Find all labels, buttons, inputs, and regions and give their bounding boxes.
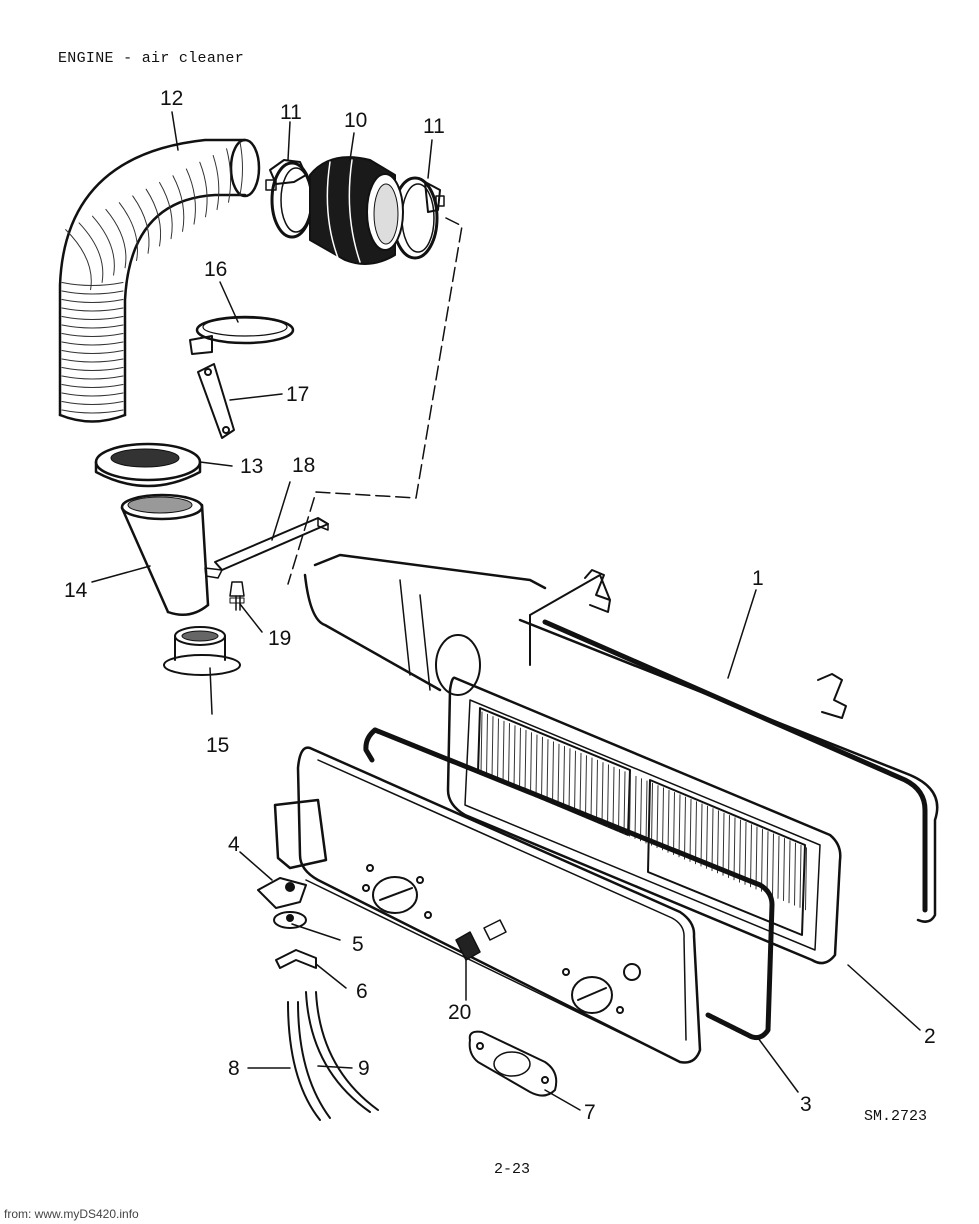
part-support-strap (189, 315, 295, 355)
part-hose-clip-left (265, 159, 314, 239)
callout-leaders (91, 111, 921, 1111)
part-stud (229, 581, 245, 611)
part-flange-gasket (468, 1030, 558, 1097)
part-gasket (363, 727, 775, 1041)
part-pipe-fitting (455, 919, 507, 961)
leader-dashed (287, 217, 463, 585)
part-flanged-sleeve (163, 626, 241, 676)
callout-10: 10 (344, 109, 368, 132)
callout-18: 18 (292, 454, 316, 477)
callout-5: 5 (352, 933, 364, 956)
page-title: ENGINE - air cleaner (58, 50, 245, 67)
callout-9: 9 (358, 1057, 370, 1080)
part-rubber-bellows (309, 156, 404, 265)
callout-7: 7 (584, 1101, 596, 1124)
part-drain-hoses (287, 991, 379, 1121)
callout-11-left: 11 (280, 101, 302, 124)
callout-14: 14 (64, 579, 88, 602)
callout-19: 19 (268, 627, 292, 650)
callout-20: 20 (448, 1001, 472, 1024)
callout-8: 8 (228, 1057, 240, 1080)
drawing-reference: SM.2723 (864, 1108, 928, 1125)
callout-12: 12 (160, 87, 184, 110)
part-rubber-seal-ring (94, 442, 202, 488)
watermark: from: www.myDS420.info (4, 1207, 139, 1221)
callout-1: 1 (752, 567, 764, 590)
callout-16: 16 (204, 258, 228, 281)
page-number: 2-23 (494, 1161, 531, 1178)
part-valve-clip (275, 949, 317, 969)
callout-6: 6 (356, 980, 368, 1003)
part-filter-element (446, 676, 842, 965)
part-air-cleaner-body (303, 553, 939, 923)
callout-4: 4 (228, 833, 240, 856)
part-valve-flap (257, 877, 307, 909)
callout-3: 3 (800, 1093, 812, 1116)
part-valve-disc (273, 911, 307, 929)
callout-2: 2 (924, 1025, 936, 1048)
part-lower-cover (273, 746, 702, 1064)
part-flexible-hose (58, 138, 261, 423)
part-intake-cone (120, 493, 210, 617)
part-support-bracket (204, 517, 329, 579)
callout-17: 17 (286, 383, 310, 406)
part-link-bar (197, 363, 235, 439)
callout-15: 15 (206, 734, 230, 757)
callout-13: 13 (240, 455, 264, 478)
callout-11-right: 11 (423, 115, 445, 138)
